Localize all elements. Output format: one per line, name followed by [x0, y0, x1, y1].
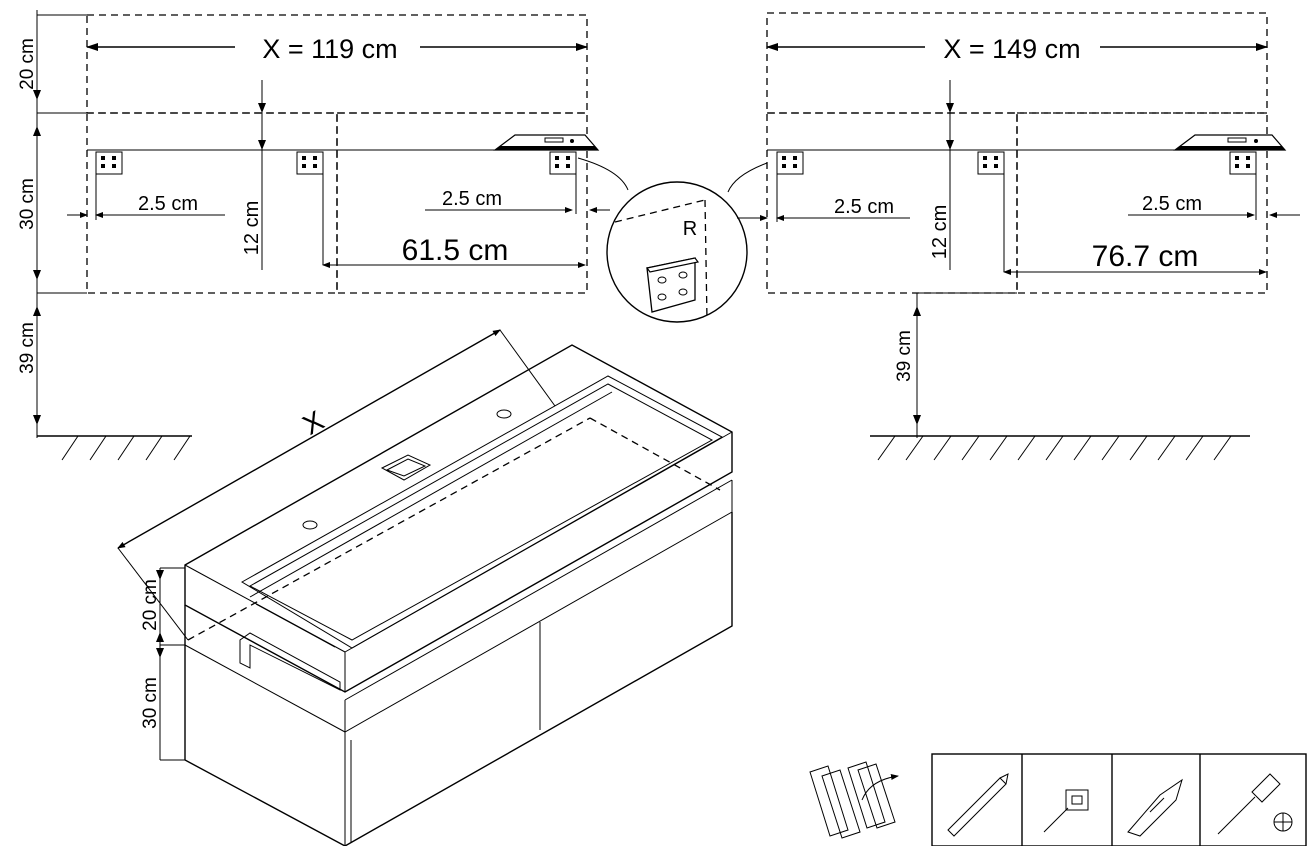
bracket-icon [977, 151, 1005, 175]
phillips-screwdriver-icon [1217, 773, 1293, 835]
right-floor-gap-label: 39 cm [894, 330, 915, 382]
bracket-icon [549, 151, 577, 175]
left-bracket-drop-label: 12 cm [241, 201, 263, 255]
bracket-icon [1229, 151, 1257, 175]
iso-cabinet-height-label: 30 cm [140, 677, 161, 729]
tape-measure-icon [1043, 789, 1089, 833]
detail-circle [577, 157, 768, 323]
left-width-label: X = 119 cm [262, 34, 397, 64]
right-width-label: X = 149 cm [943, 34, 1080, 64]
right-bracket-spacing-label: 76.7 cm [1092, 240, 1199, 273]
right-right-offset-label: 2.5 cm [1142, 193, 1202, 215]
tools-strip [809, 753, 1307, 846]
detail-label: R [683, 218, 697, 240]
right-offset-label: 2.5 cm [442, 188, 502, 210]
left-wall-plan [33, 10, 610, 461]
iso-top-height-label: 20 cm [140, 579, 161, 631]
drill-bit-icon [1127, 778, 1183, 837]
bracket-icon [645, 257, 700, 313]
left-offset-label: 2.5 cm [138, 193, 198, 215]
left-bracket-spacing-label: 61.5 cm [402, 234, 509, 267]
pencil-icon [947, 773, 1009, 837]
bracket-icon [776, 151, 804, 175]
bracket-icon [95, 151, 123, 175]
spirit-level-icon [493, 134, 600, 151]
left-floor-gap-label: 39 cm [17, 322, 38, 374]
iso-width-label: X [297, 404, 329, 440]
level-pieces-icon [809, 761, 899, 839]
bracket-icon [296, 151, 324, 175]
left-top-gap-label: 20 cm [17, 38, 38, 90]
right-left-offset-label: 2.5 cm [834, 196, 894, 218]
spirit-level-icon [1173, 134, 1287, 151]
vanity-isometric [117, 329, 733, 846]
left-unit-height-label: 30 cm [17, 178, 38, 230]
right-bracket-drop-label: 12 cm [929, 205, 951, 259]
right-wall-plan [737, 12, 1300, 461]
